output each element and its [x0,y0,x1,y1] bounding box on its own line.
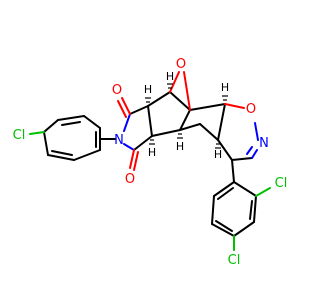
carbonyl-oxygen-bottom: O [125,172,135,187]
stereo-h-label: H [148,146,156,159]
imide-ring [117,97,153,171]
molecule-canvas: O O O O N N Cl Cl Cl H H H H H H [12,57,288,268]
stereo-h-label: H [166,70,174,83]
isoxazoline-oxygen: O [246,102,256,117]
stereo-hash-bonds [145,83,228,149]
chlorine-label-left: Cl [13,128,26,143]
structure-diagram: O O O O N N Cl Cl Cl H H H H H H [13,57,288,268]
chlorophenyl-ring [29,115,101,161]
chlorine-label-para: Cl [228,253,241,268]
bridge-oxygen: O [176,57,186,72]
isoxazoline-ring [217,103,259,161]
isoxazoline-nitrogen: N [259,136,269,151]
chlorine-label-ortho: Cl [275,176,288,191]
stereo-h-label: H [144,83,152,96]
oxabicyclic-core [147,71,226,141]
dichlorophenyl-ring [211,159,271,251]
imide-nitrogen: N [114,133,124,148]
stereo-h-label: H [176,140,184,153]
stereo-h-label: H [214,148,222,161]
carbonyl-oxygen-top: O [112,83,122,98]
stereo-h-label: H [221,81,229,94]
